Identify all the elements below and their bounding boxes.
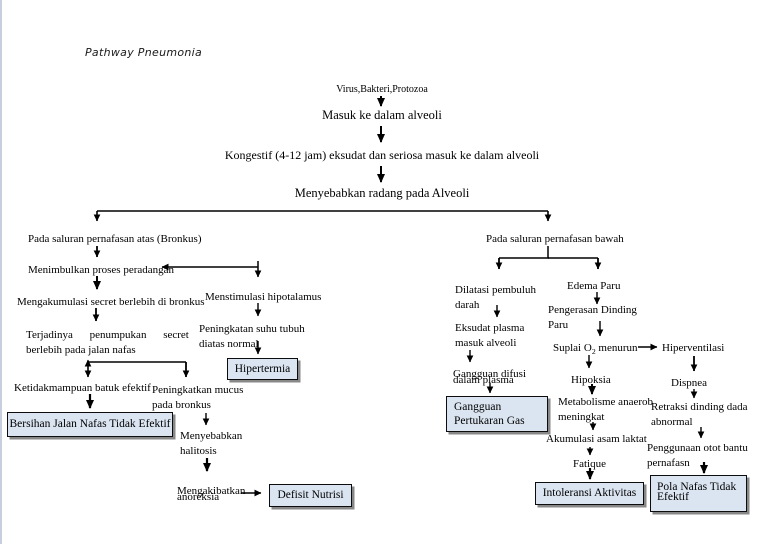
dilatasi-pembuluh-text-0: Dilatasi pembuluh — [455, 284, 536, 296]
gangguan-difusi-text-0: Gangguan difusi — [453, 368, 527, 380]
peningkatan-suhu: Peningkatan suhu tubuh diatas normal — [199, 322, 305, 351]
kongestif-text-0: Kongestif (4-12 jam) eksudat dan seriosa… — [224, 148, 540, 162]
hipoksia-text-0: Hipoksia — [571, 374, 611, 386]
page-left-edge — [0, 0, 2, 544]
otot-bantu-pernafasan: Penggunaan otot bantu pernafasn — [647, 441, 748, 470]
edema-paru: Edema Paru — [567, 279, 620, 294]
peningkatan-suhu-text-1: diatas normal — [199, 337, 259, 350]
otot-bantu-pernafasan-text-1: pernafasn — [647, 456, 690, 469]
anoreksia-text-0: Mengakibatkan — [177, 485, 246, 497]
peningkatan-mucus-text-0: Peningkatkan mucus — [152, 384, 244, 396]
halitosis-text-0: Menyebabkan — [180, 430, 243, 442]
peningkatan-mucus-text-1: pada bronkus — [152, 398, 211, 411]
radang-alveoli-text-0: Menyebabkan radang pada Alveoli — [294, 186, 470, 200]
edge-saluran-bawah-to-dilatasi-pembuluh — [495, 246, 549, 270]
metabolisme-anaerob-text-1: meningkat — [558, 410, 605, 423]
retraksi-dinding-dada: Retraksi dinding dada abnormal — [651, 400, 748, 429]
defisit-nutrisi-text-0: Defisit Nutrisi — [277, 489, 344, 502]
eksudat-plasma-text-0: Eksudat plasma — [455, 322, 525, 334]
proses-peradangan: Menimbulkan proses peradangan — [28, 263, 174, 278]
akumulasi-asam-laktat-text-0: Akumulasi asam laktat — [546, 433, 647, 445]
diagram-title: Pathway Pneumonia — [85, 46, 202, 61]
kongestif: Kongestif (4-12 jam) eksudat dan seriosa… — [211, 148, 553, 164]
hiperventilasi: Hiperventilasi — [662, 341, 724, 356]
radang-alveoli: Menyebabkan radang pada Alveoli — [291, 185, 473, 202]
dispnea-text-0: Dispnea — [671, 377, 708, 389]
diagram-title-text-0: Pathway Pneumonia — [85, 46, 203, 59]
peningkatan-mucus: Peningkatkan mucus pada bronkus — [152, 383, 243, 412]
bersihan-jalan-nafas-box: Bersihan Jalan Nafas Tidak Efektif — [7, 412, 173, 437]
menstimulasi-hipotalamus: Menstimulasi hipotalamus — [205, 290, 321, 305]
virus-bakteri-protozoa-text-0: Virus,Bakteri,Protozoa — [336, 84, 428, 95]
dilatasi-pembuluh: Dilatasi pembuluh darah — [455, 283, 536, 312]
pola-nafas-tidak-efektif-text-0: Pola Nafas Tidak — [657, 481, 737, 493]
fatique: Fatique — [573, 457, 606, 472]
edge-penumpukan-secret-to-batuk-efektif — [84, 359, 186, 378]
saluran-bawah-text-0: Pada saluran pernafasan bawah — [486, 233, 624, 245]
halitosis-text-1: halitosis — [180, 444, 217, 457]
suplai-o2-menurun: Suplai O2 menurun — [553, 341, 638, 357]
defisit-nutrisi-box: Defisit Nutrisi — [269, 484, 352, 507]
dilatasi-pembuluh-text-1: darah — [455, 298, 480, 311]
pengerasan-dinding-text-0: Pengerasan Dinding — [548, 304, 637, 316]
edge-radang-alveoli-to-saluran-atas — [93, 210, 548, 222]
intoleransi-aktivitas-box: Intoleransi Aktivitas — [535, 482, 644, 505]
metabolisme-anaerob: Metabolisme anaerob meningkat — [558, 395, 653, 424]
akumulasi-secret-text-0: Mengakumulasi secret berlebih di bronkus — [17, 296, 205, 308]
akumulasi-secret: Mengakumulasi secret berlebih di bronkus — [17, 295, 205, 310]
masuk-alveoli: Masuk ke dalam alveoli — [296, 107, 468, 124]
saluran-atas: Pada saluran pernafasan atas (Bronkus) — [28, 232, 202, 247]
hiperventilasi-text-0: Hiperventilasi — [662, 342, 725, 354]
menstimulasi-hipotalamus-text-0: Menstimulasi hipotalamus — [205, 291, 322, 303]
suplai-o2-menurun-text-0: Suplai O2 menurun — [553, 342, 638, 357]
virus-bakteri-protozoa: Virus,Bakteri,Protozoa — [306, 83, 458, 96]
penumpukan-secret: Terjadinya penumpukan secret berlebih pad… — [26, 328, 189, 357]
batuk-efektif-text-0: Ketidakmampuan batuk efektif — [14, 382, 151, 394]
proses-peradangan-text-0: Menimbulkan proses peradangan — [28, 264, 175, 276]
halitosis: Menyebabkan halitosis — [180, 429, 242, 458]
intoleransi-aktivitas-text-0: Intoleransi Aktivitas — [542, 487, 637, 500]
batuk-efektif: Ketidakmampuan batuk efektif — [14, 381, 151, 396]
fatique-text-0: Fatique — [573, 458, 606, 470]
peningkatan-suhu-text-0: Peningkatan suhu tubuh — [199, 323, 305, 335]
metabolisme-anaerob-text-0: Metabolisme anaerob — [558, 396, 653, 408]
retraksi-dinding-dada-text-0: Retraksi dinding dada — [651, 401, 748, 413]
eksudat-plasma: Eksudat plasma masuk alveoli — [455, 321, 524, 350]
gangguan-difusi-text-1: dalam plasma — [453, 373, 514, 386]
pola-nafas-tidak-efektif-text-1: Efektif — [657, 491, 689, 504]
saluran-bawah: Pada saluran pernafasan bawah — [486, 232, 624, 247]
otot-bantu-pernafasan-text-0: Penggunaan otot bantu — [647, 442, 748, 454]
penumpukan-secret-text-0: Terjadinya penumpukan secret — [26, 329, 189, 341]
dispnea: Dispnea — [671, 376, 707, 391]
gangguan-pertukaran-gas-text-1: Pertukaran Gas — [454, 415, 525, 428]
edge-proses-peradangan-to-menstimulasi-hipotalamus — [161, 261, 262, 278]
edema-paru-text-0: Edema Paru — [567, 280, 621, 292]
eksudat-plasma-text-1: masuk alveoli — [455, 336, 517, 349]
pengerasan-dinding-text-1: Paru — [548, 318, 569, 331]
hipertermia-text-0: Hipertermia — [234, 362, 291, 375]
gangguan-pertukaran-gas-text-0: Gangguan — [454, 401, 502, 413]
akumulasi-asam-laktat: Akumulasi asam laktat — [546, 432, 647, 447]
hipoksia: Hipoksia — [571, 373, 611, 388]
saluran-atas-text-0: Pada saluran pernafasan atas (Bronkus) — [28, 233, 202, 245]
retraksi-dinding-dada-text-1: abnormal — [651, 415, 693, 428]
anoreksia-text-1: anoreksia — [177, 490, 220, 503]
bersihan-jalan-nafas-text-0: Bersihan Jalan Nafas Tidak Efektif — [9, 418, 171, 431]
masuk-alveoli-text-0: Masuk ke dalam alveoli — [322, 108, 442, 122]
hipertermia-box: Hipertermia — [227, 358, 298, 380]
edge-saluran-bawah-to-edema-paru — [548, 257, 602, 270]
penumpukan-secret-text-1: berlebih pada jalan nafas — [26, 343, 136, 356]
